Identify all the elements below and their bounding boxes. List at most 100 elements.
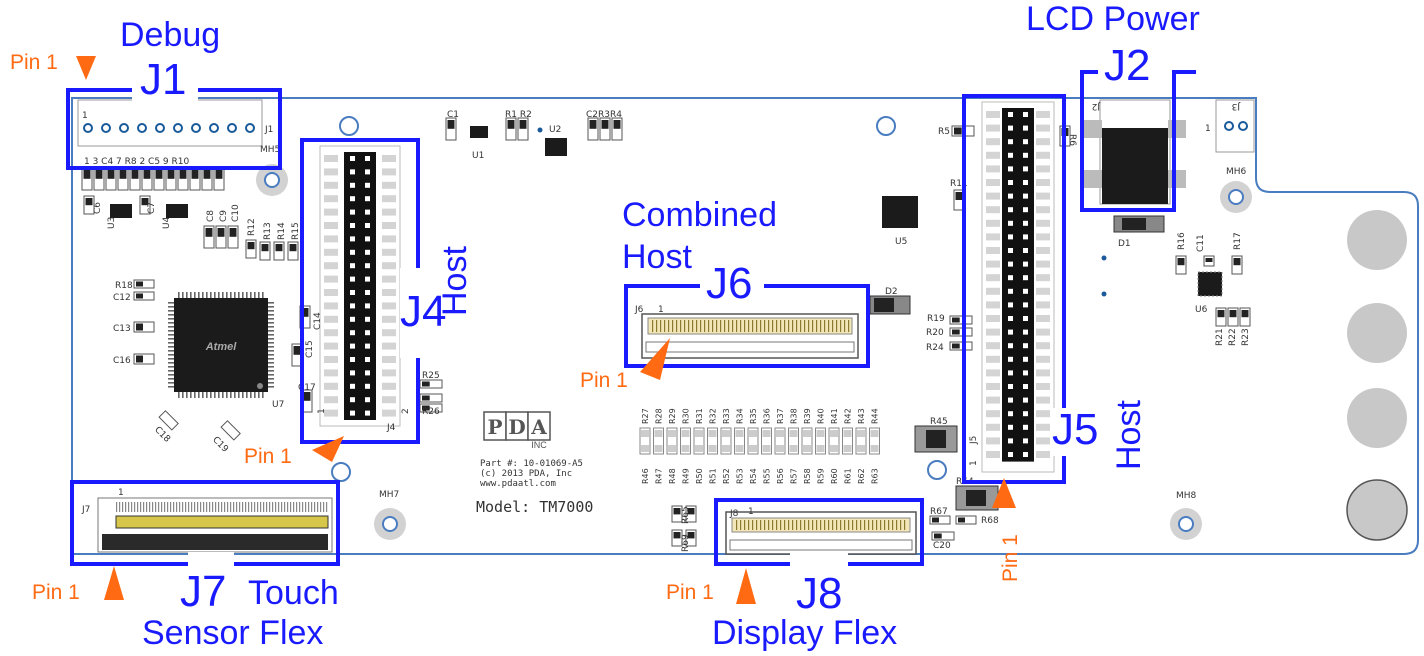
flex-finger (784, 520, 786, 530)
flex-finger (696, 320, 698, 332)
pin-label-j6: Pin 1 (580, 369, 628, 392)
flex-finger (197, 502, 199, 512)
passive-pad (167, 170, 175, 179)
resistor-body (815, 427, 826, 455)
refdes-r17: R17 (1233, 232, 1243, 250)
resistor-label: R28 (655, 408, 664, 424)
logo-sub: INC (531, 440, 547, 450)
header-pad (986, 219, 1000, 227)
flex-finger (652, 320, 654, 332)
header-pin (365, 276, 370, 282)
chip-pin (186, 392, 188, 398)
resistor-label: R30 (682, 408, 691, 424)
header-pin (1008, 343, 1013, 349)
flex-finger (185, 502, 187, 512)
flex-finger (880, 520, 882, 530)
j3-header (1215, 99, 1255, 153)
flex-finger (660, 320, 662, 332)
flex-finger (254, 502, 256, 512)
header-pad (1036, 423, 1050, 431)
passive-body (215, 225, 227, 249)
header-pad (986, 138, 1000, 146)
header-pin (1023, 370, 1028, 376)
passive-pad (955, 192, 963, 200)
passive-body (587, 117, 599, 141)
via (537, 127, 543, 133)
flex-finger (900, 520, 902, 530)
resistor-pad (749, 445, 757, 452)
passive-body (133, 353, 155, 365)
resistor-body (842, 427, 853, 455)
refdes-r69: R69 (681, 534, 691, 552)
header-pad (1036, 111, 1050, 118)
label-j5-host: Host (1110, 400, 1148, 470)
flex-finger (179, 502, 181, 512)
header-pin (1008, 166, 1013, 172)
refdes-u4: U4 (162, 216, 172, 229)
header-pin (1023, 438, 1028, 444)
passive-pad (422, 381, 430, 387)
chip-pin (214, 392, 216, 398)
model: Model: TM7000 (476, 498, 593, 516)
resistor-body (801, 427, 813, 455)
flex-finger (740, 520, 742, 530)
pin-label-j5: Pin 1 (999, 534, 1022, 582)
flex-finger (676, 320, 678, 332)
resistor-label: R43 (857, 408, 866, 424)
refdes-j8: J8 (729, 509, 739, 519)
flex-finger (293, 502, 295, 512)
header-pin (209, 123, 219, 133)
passive-pad (954, 127, 962, 135)
header-pad (382, 315, 396, 323)
flex-finger (760, 320, 762, 332)
flex-finger (800, 320, 802, 332)
chip-pin (194, 392, 196, 398)
passive-pad (179, 170, 187, 179)
header-pin (1008, 424, 1013, 430)
header-pin (365, 290, 370, 295)
refdes-r24: R24 (926, 343, 944, 353)
chip-pin (190, 392, 192, 398)
flex-finger (684, 320, 686, 332)
flex-finger (796, 320, 798, 332)
resistor-pad (735, 445, 744, 452)
passive-body (949, 315, 973, 325)
chip-pin (254, 292, 256, 298)
refdes-row-top: 1 3 C4 7 R8 2 C5 9 R10 (84, 157, 189, 167)
header-pad (324, 248, 338, 256)
mounting-holes (256, 116, 1252, 540)
passive-pad (143, 170, 151, 179)
flex-finger (308, 502, 310, 512)
resistor-body (869, 427, 880, 455)
flex-finger (840, 320, 842, 332)
passive-pad (119, 170, 127, 179)
label-sensor-flex: Sensor Flex (142, 614, 324, 652)
header-pad (986, 124, 1000, 132)
passive-body (931, 531, 955, 541)
resistor-pad (870, 430, 879, 437)
header-pad (1036, 124, 1050, 132)
resistor-body (666, 427, 678, 455)
flex-finger (317, 502, 319, 512)
refdes-c20: C20 (933, 541, 951, 551)
header-pin (119, 123, 129, 133)
header-pin (365, 410, 370, 416)
resistor-label: R52 (722, 468, 731, 484)
resistor-pad (843, 445, 852, 452)
header-pad (324, 329, 338, 337)
header-pin (1023, 112, 1028, 117)
label-combined: Combined (622, 196, 777, 234)
resistor-pad (654, 430, 663, 437)
flex-finger (784, 320, 786, 332)
flex-finger (170, 502, 172, 512)
passive-pad (203, 170, 211, 179)
flex-finger (140, 502, 142, 512)
header-pin (350, 383, 355, 389)
passive-pad (85, 198, 93, 206)
resistor-pad (668, 430, 676, 437)
flex-finger (278, 502, 280, 512)
header-pin (137, 123, 147, 133)
passive-body (158, 410, 179, 431)
flex-finger (852, 520, 854, 530)
header-pad (324, 342, 338, 350)
